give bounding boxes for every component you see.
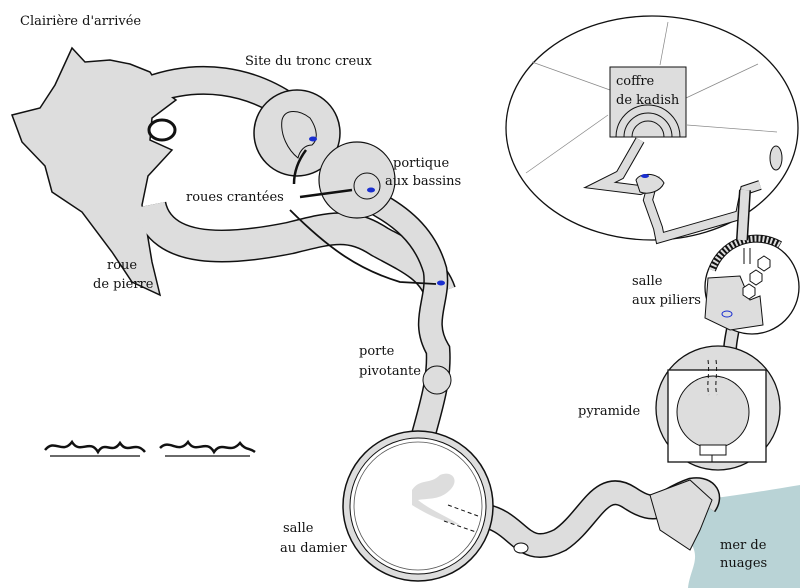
- pyramid: [655, 253, 781, 471]
- label-coffre-2: de kadish: [616, 93, 680, 108]
- pillar-room: [704, 234, 800, 335]
- hollow-trunk-site: [253, 89, 341, 177]
- label-porte-1: porte: [359, 344, 395, 359]
- label-portique-2: aux bassins: [385, 174, 462, 189]
- label-piliers-2: aux piliers: [632, 293, 701, 308]
- label-mer-1: mer de: [720, 538, 767, 553]
- label-roues-crantees: roues crantées: [186, 190, 284, 205]
- label-porte-2: pivotante: [359, 364, 421, 379]
- label-mer-2: nuages: [720, 556, 768, 571]
- label-clairiere: Clairière d'arrivée: [20, 14, 142, 29]
- label-roue-1: roue: [107, 258, 138, 273]
- label-damier-2: au damier: [280, 541, 347, 556]
- cogwheel-marker: [437, 280, 445, 286]
- label-portique-1: portique: [393, 156, 450, 171]
- label-damier-1: salle: [283, 521, 314, 536]
- kadish-vault-oval: [505, 15, 799, 245]
- label-tronc-creux: Site du tronc creux: [245, 54, 372, 69]
- passage-to-damier: [364, 188, 452, 444]
- label-roue-2: de pierre: [93, 277, 154, 292]
- cogwheel-pointers: [289, 149, 437, 285]
- pivoting-door: [422, 365, 452, 395]
- portico-of-basins: [318, 141, 396, 219]
- label-pyramide: pyramide: [578, 404, 641, 419]
- dni-script-inscription: [44, 439, 256, 457]
- label-piliers-1: salle: [632, 274, 663, 289]
- checkerboard-room: [342, 430, 721, 582]
- arrival-clearing: [11, 46, 456, 299]
- label-coffre-1: coffre: [616, 74, 655, 89]
